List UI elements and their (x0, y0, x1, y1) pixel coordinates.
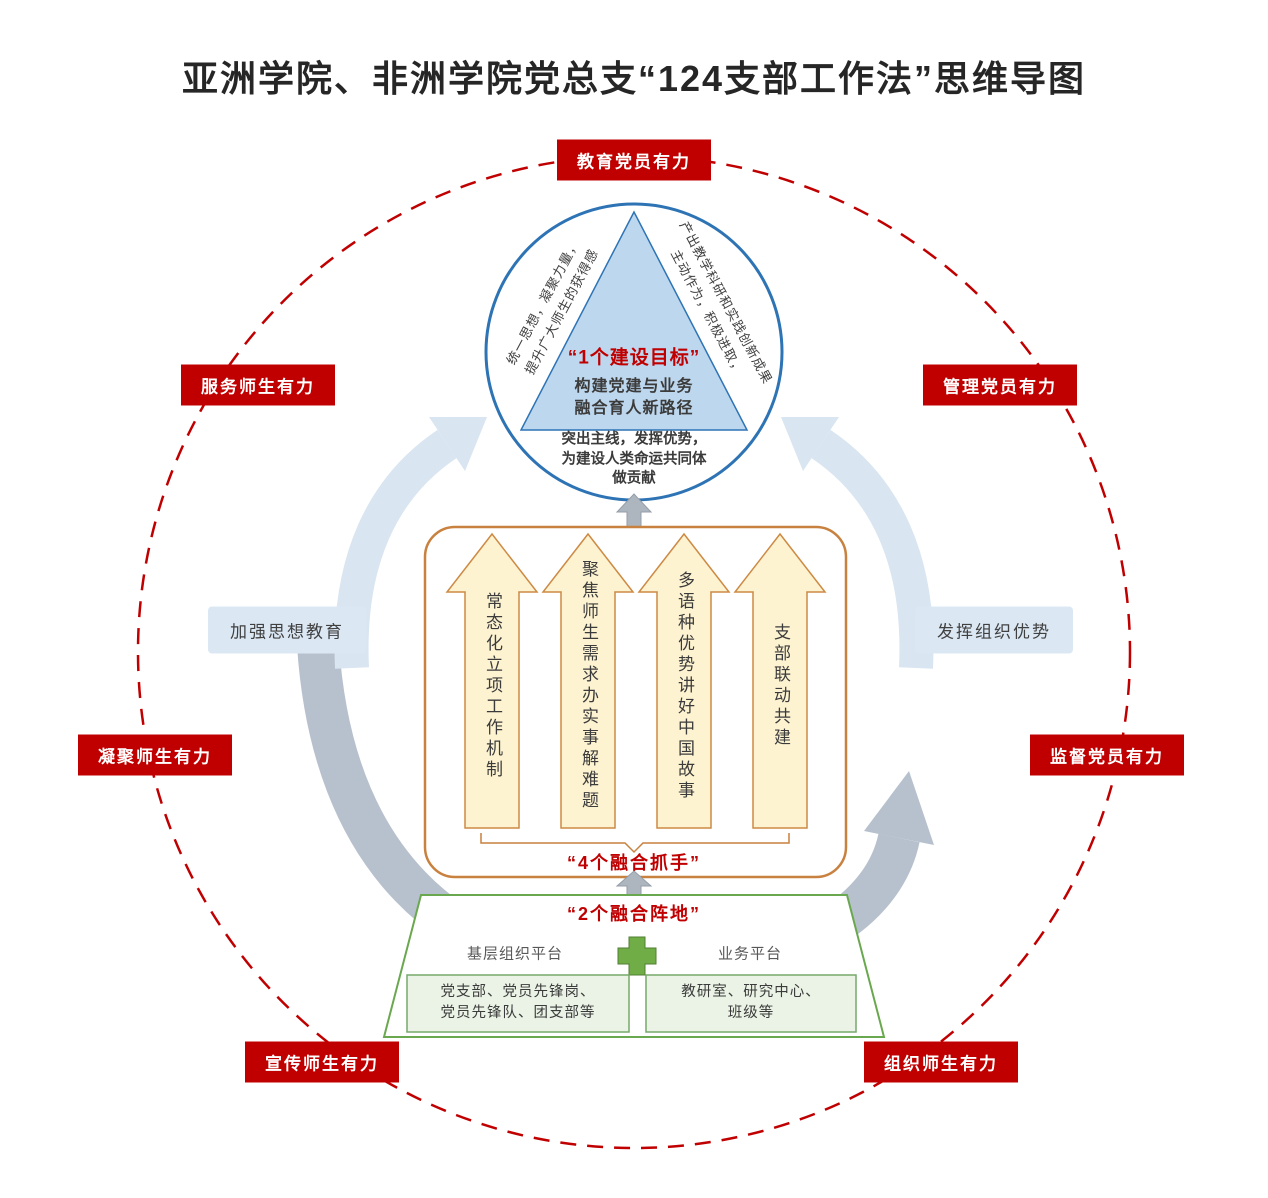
gray-cycle-arrowhead (864, 771, 934, 845)
goal-footer: 突出主线，发挥优势， 为建设人类命运共同体 做贡献 (561, 431, 707, 487)
handles-heading: “4个融合抓手” (566, 853, 702, 873)
badge-supervise-members: 监督党员有力 (1030, 734, 1184, 776)
block-arrow-1 (445, 532, 539, 829)
left-uplift-arrowhead (429, 417, 487, 471)
handle-item-1: 常态化立项工作机制 (483, 591, 502, 781)
badge-organize-faculty: 组织师生有力 (864, 1041, 1018, 1083)
badge-educate-members: 教育党员有力 (557, 139, 711, 181)
badge-serve-faculty: 服务师生有力 (181, 364, 335, 406)
goal-line-2: 融合育人新路径 (574, 400, 694, 417)
connector-arrow-top (615, 493, 653, 528)
platform-box-left (406, 974, 630, 1033)
platforms-heading: “2个融合阵地” (566, 904, 702, 924)
platform-box-right (645, 974, 857, 1033)
page-title: 亚洲学院、非洲学院党总支“124支部工作法”思维导图 (181, 58, 1087, 99)
platform-right-items: 教研室、研究中心、 班级等 (681, 983, 821, 1021)
block-arrow-3 (637, 532, 731, 829)
goal-line-1: 构建党建与业务 (574, 378, 694, 395)
block-arrow-4 (733, 532, 827, 829)
badge-manage-members: 管理党员有力 (923, 364, 1077, 406)
badge-publicize-faculty: 宣传师生有力 (245, 1041, 399, 1083)
goal-triangle (519, 210, 749, 431)
label-ideology-education: 加强思想教育 (208, 606, 366, 654)
badge-unite-faculty: 凝聚师生有力 (78, 734, 232, 776)
handles-bracket (480, 833, 790, 854)
block-arrow-2 (541, 532, 635, 829)
handle-item-3: 多语种优势讲好中国故事 (675, 570, 694, 802)
platform-left-title: 基层组织平台 (466, 945, 564, 963)
label-organization-strength: 发挥组织优势 (915, 606, 1073, 654)
handle-item-2: 聚焦师生需求办实事解难题 (579, 560, 598, 812)
right-uplift-arrowhead (781, 417, 839, 471)
platform-right-title: 业务平台 (717, 945, 783, 963)
plus-icon (617, 936, 657, 976)
handle-item-4: 支部联动共建 (771, 623, 790, 749)
platform-left-items: 党支部、党员先锋岗、 党员先锋队、团支部等 (440, 983, 596, 1021)
goal-heading: “1个建设目标” (567, 347, 701, 369)
